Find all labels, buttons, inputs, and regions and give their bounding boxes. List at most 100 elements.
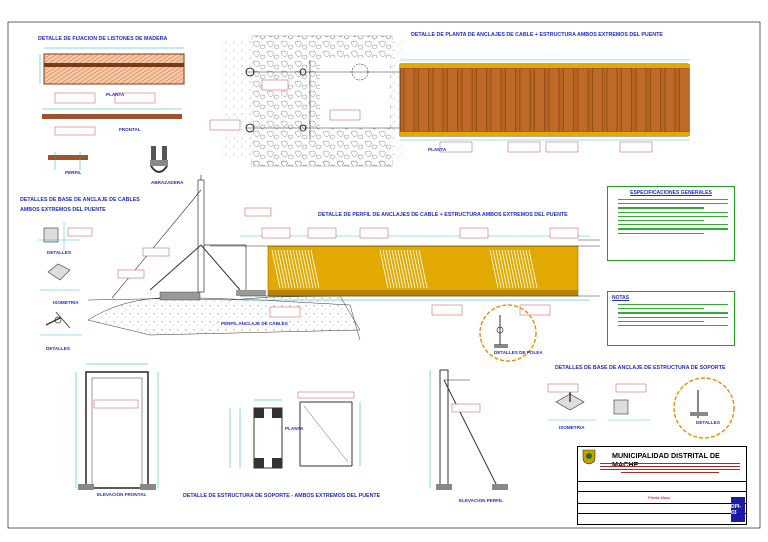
deck-plank (505, 67, 516, 133)
perfil-anclajes-detail (87, 175, 600, 341)
label-planta: PLANTA (106, 92, 125, 97)
deck-hatch-line (400, 249, 410, 289)
deck-hatch-line (280, 249, 290, 289)
deck-plank (577, 67, 589, 133)
deck-hatch-line (388, 249, 398, 289)
deck-plank (650, 67, 661, 133)
elevacion-perfil-detail (429, 369, 508, 490)
deck-hatch-line (298, 249, 308, 289)
deck-hatch-line (292, 249, 302, 289)
deck-hatch-line (492, 249, 502, 289)
title-base-anclaje-cables-line2: AMBOS EXTREMOS DEL PUENTE (20, 207, 106, 213)
title-estructura-soporte: DETALLE DE ESTRUCTURA DE SOPORTE - AMBOS… (183, 493, 381, 499)
deck-hatch-line (304, 249, 314, 289)
spec-notas-heading: NOTAS (612, 295, 630, 301)
deck-plank (606, 67, 618, 133)
deck-hatch-line (528, 249, 538, 289)
sheet-code: DPI-03 (731, 497, 745, 522)
label-planta-anclaje: PLANTA (428, 147, 447, 152)
deck-hatch-line (504, 249, 514, 289)
deck-plank (679, 67, 690, 133)
label-frontal: FRONTAL (119, 127, 141, 132)
deck-hatch-line (274, 249, 284, 289)
deck-plank (519, 67, 531, 133)
deck-plank (461, 67, 473, 133)
deck-hatch-line (301, 249, 311, 289)
label-perfil-anclaje-cables: PERFIL ANCLAJE DE CABLES (221, 321, 288, 326)
deck-hatch-line (286, 249, 296, 289)
title-perfil-anclajes: DETALLE DE PERFIL DE ANCLAJES DE CABLE +… (318, 212, 568, 218)
deck-hatch-line (391, 249, 401, 289)
deck-hatch-line (307, 249, 317, 289)
deck-hatch-line (394, 249, 404, 289)
deck-hatch-line (406, 249, 416, 289)
fijacion-listones-detail (39, 47, 185, 173)
label-abrazadera: ABRAZADERA (151, 180, 184, 185)
deck-hatch-line (522, 249, 532, 289)
perfil-deck-hatch (271, 249, 538, 289)
base-anclaje-soporte-detail (547, 377, 735, 439)
deck-hatch-line (513, 249, 523, 289)
title-base-anclaje-soporte: DETALLES DE BASE DE ANCLAJE DE ESTRUCTUR… (555, 365, 726, 371)
deck-hatch-line (498, 249, 508, 289)
deck-hatch-line (415, 249, 425, 289)
deck-hatch-line (379, 249, 389, 289)
deck-hatch-line (501, 249, 511, 289)
deck-plank (548, 67, 560, 133)
deck-plank (403, 67, 415, 133)
title-base-anclaje-cables-line1: DETALLES DE BASE DE ANCLAJE DE CABLES (20, 197, 140, 203)
deck-hatch-line (295, 249, 305, 289)
deck-plank (592, 67, 603, 133)
sheet-name: Planta Mazo (648, 495, 671, 500)
label-elevacion-frontal: ELEVACION FRONTAL (97, 492, 147, 497)
deck-plank (447, 67, 458, 133)
title-block: MUNICIPALIDAD DISTRITAL DE MACHE Planta … (577, 446, 747, 525)
deck-hatch-line (403, 249, 413, 289)
deck-plank (490, 67, 502, 133)
label-isometria-soporte: ISOMETRIA (559, 425, 585, 430)
polea-detail (479, 304, 537, 362)
spec-general-box: ESPECIFICACIONES GENERALES (607, 186, 735, 261)
label-detalles-soporte: DETALLES (696, 420, 720, 425)
label-planta-soporte: PLANTA (285, 426, 304, 431)
deck-plank (534, 67, 545, 133)
deck-hatch-line (382, 249, 392, 289)
deck-hatch-line (489, 249, 499, 289)
deck-hatch-line (289, 249, 299, 289)
spec-general-heading: ESPECIFICACIONES GENERALES (630, 190, 712, 196)
planta-anclajes-detail (209, 35, 690, 167)
municipality-logo (582, 449, 596, 465)
deck-plank (476, 67, 487, 133)
deck-plank (635, 67, 647, 133)
deck-hatch-line (495, 249, 505, 289)
deck-hatch-line (412, 249, 422, 289)
deck-hatch-line (519, 249, 529, 289)
base-anclaje-cables-detail (38, 222, 93, 336)
deck-hatch-line (525, 249, 535, 289)
label-isometria: ISOMETRIA (53, 300, 79, 305)
label-detalles: DETALLES (47, 250, 71, 255)
deck-hatch-line (283, 249, 293, 289)
title-planta-anclajes: DETALLE DE PLANTA DE ANCLAJES DE CABLE +… (411, 32, 663, 38)
deck-hatch-line (418, 249, 428, 289)
label-detalles-2: DETALLES (46, 346, 70, 351)
deck-plank (432, 67, 444, 133)
deck-plank (563, 67, 574, 133)
sheet-border (7, 21, 761, 529)
deck-hatch-line (271, 249, 281, 289)
label-perfil: PERFIL (65, 170, 82, 175)
deck-plank (621, 67, 632, 133)
deck-hatch-line (516, 249, 526, 289)
label-detalles-polea: DETALLES DE POLEA (494, 350, 543, 355)
deck-hatch-line (397, 249, 407, 289)
deck-hatch-line (277, 249, 287, 289)
planta-soporte-detail (229, 391, 361, 469)
deck-hatch-line (310, 249, 320, 289)
deck-hatch-line (510, 249, 520, 289)
spec-notas-box: NOTAS (607, 291, 735, 346)
label-elevacion-perfil: ELEVACION PERFIL (459, 498, 504, 503)
deck-plank (418, 67, 429, 133)
deck-hatch-line (507, 249, 517, 289)
deck-plank (664, 67, 676, 133)
